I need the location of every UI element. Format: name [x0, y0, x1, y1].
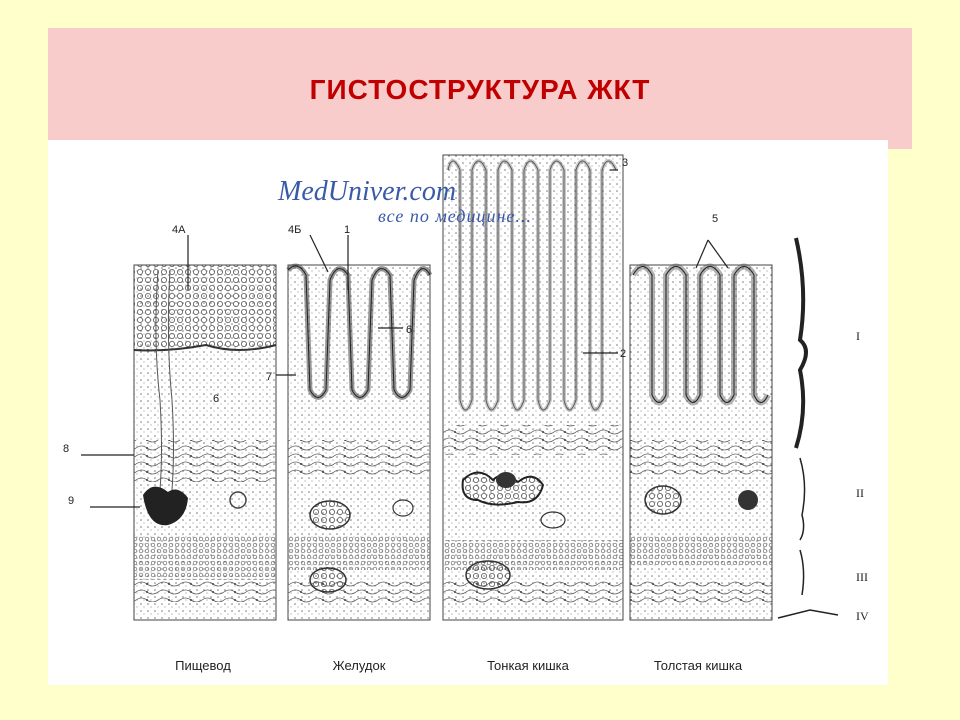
label-9: 9: [68, 495, 74, 507]
title-banner: ГИСТОСТРУКТУРА ЖКТ: [48, 28, 912, 149]
label-1: 1: [344, 224, 350, 236]
caption-large-intestine: Толстая кишка: [654, 658, 743, 673]
layer-label-1: I: [856, 329, 860, 343]
label-6-esophagus: 6: [213, 393, 219, 405]
label-2: 2: [620, 348, 626, 360]
histology-figure: MedUniver.com все по медицине... 4А 4Б 1: [48, 140, 888, 685]
stomach-column: [286, 263, 433, 621]
caption-stomach: Желудок: [333, 658, 386, 673]
layer-label-3: III: [856, 570, 868, 584]
label-5: 5: [712, 213, 718, 225]
label-4b: 4Б: [288, 224, 301, 236]
watermark-tagline: все по медицине...: [378, 206, 532, 226]
leader-lines: [81, 169, 729, 508]
figure-svg: MedUniver.com все по медицине... 4А 4Б 1: [63, 154, 869, 673]
layer-label-4: IV: [856, 609, 869, 623]
esophagus-column: [133, 264, 277, 621]
label-8: 8: [63, 443, 69, 455]
label-4a: 4А: [172, 224, 186, 236]
caption-esophagus: Пищевод: [175, 658, 231, 673]
label-7: 7: [266, 371, 272, 383]
small-intestine-column: [442, 154, 624, 621]
label-3: 3: [622, 157, 628, 169]
label-6-stomach: 6: [406, 324, 412, 336]
page-title: ГИСТОСТРУКТУРА ЖКТ: [309, 74, 651, 105]
large-intestine-column: [629, 263, 773, 621]
layer-brackets: [777, 237, 839, 619]
caption-small-intestine: Тонкая кишка: [487, 658, 570, 673]
watermark-brand: MedUniver.com: [277, 176, 456, 207]
layer-label-2: II: [856, 486, 864, 500]
